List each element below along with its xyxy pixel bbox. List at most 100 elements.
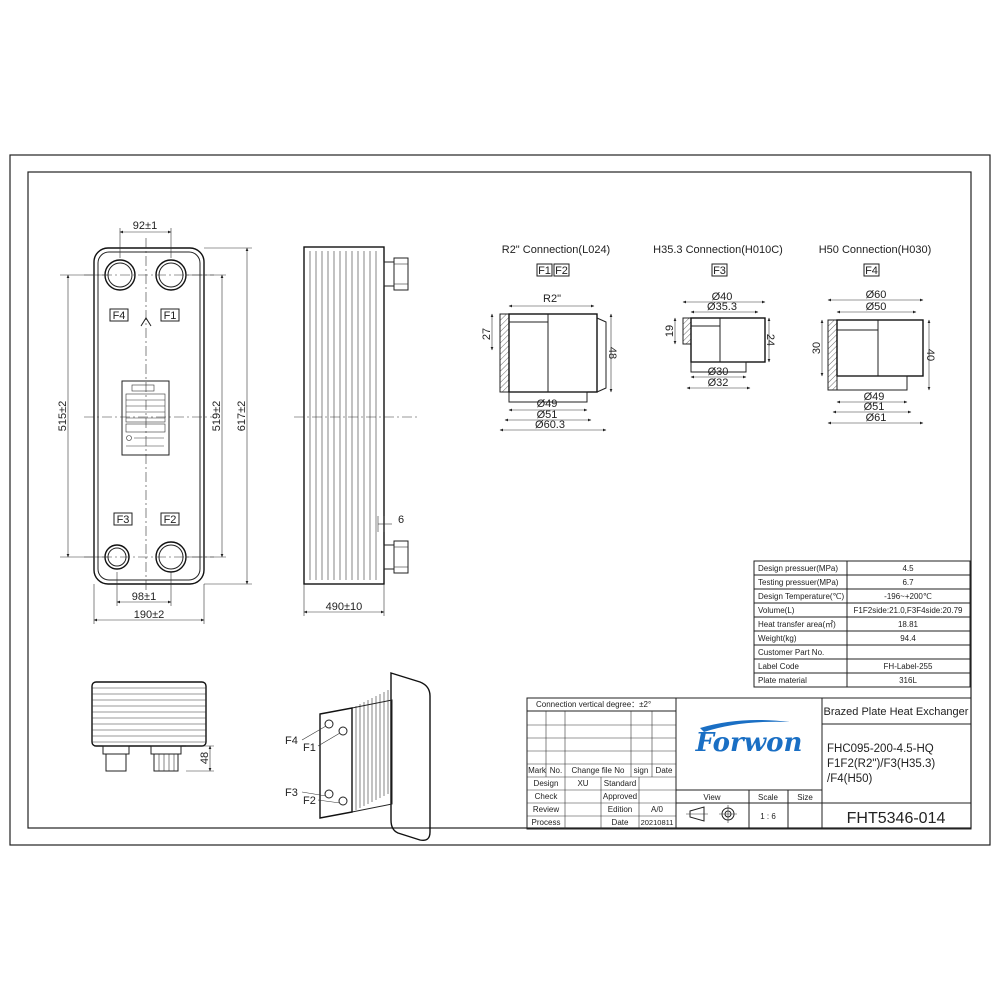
rev-header-mark: Mark <box>528 766 547 775</box>
dim-thread-length: 27 <box>481 328 493 340</box>
company-logo: Forwon <box>695 728 803 758</box>
spec-value: 6.7 <box>902 578 914 587</box>
model-line-2: F1F2(R2")/F3(H35.3) <box>827 758 935 770</box>
connection-tag-f2: F2 <box>555 265 568 277</box>
spec-label: Label Code <box>758 662 799 671</box>
dim-pack-length: 490±10 <box>326 601 363 613</box>
spec-value: 18.81 <box>898 620 919 629</box>
edition-value: A/0 <box>651 805 664 814</box>
projection-symbol-icon <box>686 805 737 823</box>
dim-height-24: 24 <box>764 334 776 346</box>
approved-label: Approved <box>603 792 637 801</box>
edition-label: Edition <box>608 805 632 814</box>
design-value: XU <box>577 779 588 788</box>
spec-value: FH-Label-255 <box>884 662 933 671</box>
connection-degree-note: Connection vertical degree：±2° <box>536 700 651 709</box>
dim-port-spacing-top: 92±1 <box>133 220 157 232</box>
title-block: Connection vertical degree：±2° Mark No. … <box>526 697 972 830</box>
dim-dia-40: Ø40 <box>712 291 733 303</box>
dim-dia-32: Ø32 <box>708 377 729 389</box>
iso-label-f2: F2 <box>303 795 316 807</box>
dim-dia-50: Ø50 <box>866 301 887 313</box>
design-label: Design <box>534 779 559 788</box>
dim-dia-60: Ø60 <box>866 289 887 301</box>
logo-swoosh-icon <box>700 720 790 732</box>
dim-plate-height: 617±2 <box>236 401 248 432</box>
rev-header-date: Date <box>656 766 673 775</box>
spec-value: 4.5 <box>902 564 914 573</box>
dim-height-40: 40 <box>924 349 936 361</box>
model-line-1: FHC095-200-4.5-HQ <box>827 743 934 755</box>
dim-dia-30: Ø30 <box>708 366 729 378</box>
dim-port-distance-left: 515±2 <box>57 401 69 432</box>
size-label: Size <box>797 793 813 802</box>
dim-height-30: 30 <box>811 342 823 354</box>
connection-detail-r2: R2" Connection(L024) F1 F2 R2" 27 48 Ø49… <box>481 244 618 432</box>
spec-label: Heat transfer area(㎡) <box>758 620 836 629</box>
rev-header-change: Change file No <box>572 766 625 775</box>
connection-tag-f3: F3 <box>713 265 726 277</box>
port-label-f4: F4 <box>113 310 126 322</box>
iso-plate-pack <box>351 699 393 813</box>
dim-dia-60-3: Ø60.3 <box>535 419 565 431</box>
connection-tag-f4: F4 <box>865 265 878 277</box>
product-title: Brazed Plate Heat Exchanger <box>824 706 969 718</box>
dim-connection-length-48: 48 <box>606 347 618 359</box>
dim-dia-51-b: Ø51 <box>864 401 885 413</box>
dim-height-19: 19 <box>664 325 676 337</box>
outer-border <box>9 154 991 846</box>
spec-value: -196~+200℃ <box>884 592 932 601</box>
spec-value: 316L <box>899 676 917 685</box>
dim-dia-49-b: Ø49 <box>864 391 885 403</box>
view-label: View <box>703 793 720 802</box>
dim-connection-offset: 6 <box>398 514 404 526</box>
spec-label: Design pressuer(MPa) <box>758 564 838 573</box>
port-label-f1: F1 <box>164 310 177 322</box>
dim-dia-61: Ø61 <box>866 412 887 424</box>
review-label: Review <box>533 805 559 814</box>
port-label-f3: F3 <box>117 514 130 526</box>
spec-label: Weight(kg) <box>758 634 797 643</box>
inner-border <box>27 171 972 829</box>
scale-label: Scale <box>758 793 779 802</box>
dim-thread-r2: R2" <box>543 293 561 305</box>
spec-label: Plate material <box>758 676 807 685</box>
dim-port-spacing-bottom: 98±1 <box>132 591 156 603</box>
rev-header-sign: sign <box>634 766 649 775</box>
spec-label: Testing pressuer(MPa) <box>758 578 839 587</box>
nameplate <box>121 380 170 456</box>
dim-plate-width: 190±2 <box>134 609 165 621</box>
rev-header-no: No. <box>550 766 562 775</box>
spec-label: Design Temperature(℃) <box>758 592 845 601</box>
date-value: 20210811 <box>641 818 674 827</box>
standard-label: Standard <box>604 779 636 788</box>
scale-value: 1 : 6 <box>760 812 776 821</box>
iso-label-f1: F1 <box>303 742 316 754</box>
connection-title-r2: R2" Connection(L024) <box>502 244 610 256</box>
dim-dia-49: Ø49 <box>537 398 558 410</box>
iso-label-f3: F3 <box>285 787 298 799</box>
dim-dia-35-3: Ø35.3 <box>707 301 737 313</box>
front-view: F4 F1 F3 F2 92±1 98±1 <box>57 220 252 624</box>
port-label-f2: F2 <box>164 514 177 526</box>
model-line-3: /F4(H50) <box>827 773 873 785</box>
connection-title-h35: H35.3 Connection(H010C) <box>653 244 783 256</box>
side-view: 6 490±10 <box>294 246 420 616</box>
drawing-number: FHT5346-014 <box>847 810 946 827</box>
dim-connection-height: 48 <box>199 752 211 764</box>
connection-detail-h50: H50 Connection(H030) F4 Ø60 Ø50 30 40 Ø4… <box>811 244 936 425</box>
process-label: Process <box>532 818 561 827</box>
connection-tag-f1: F1 <box>538 265 551 277</box>
date-label: Date <box>612 818 629 827</box>
connection-detail-h35: H35.3 Connection(H010C) F3 Ø40 Ø35.3 19 … <box>653 244 783 390</box>
spec-label: Customer Part No. <box>758 648 824 657</box>
spec-value: F1F2side:21.0,F3F4side:20.79 <box>854 606 964 615</box>
spec-value: 94.4 <box>900 634 916 643</box>
check-label: Check <box>535 792 559 801</box>
bottom-view: 48 <box>91 681 214 772</box>
flow-arrow-icon <box>140 317 152 327</box>
dim-port-distance-right: 519±2 <box>211 401 223 432</box>
iso-label-f4: F4 <box>285 735 298 747</box>
